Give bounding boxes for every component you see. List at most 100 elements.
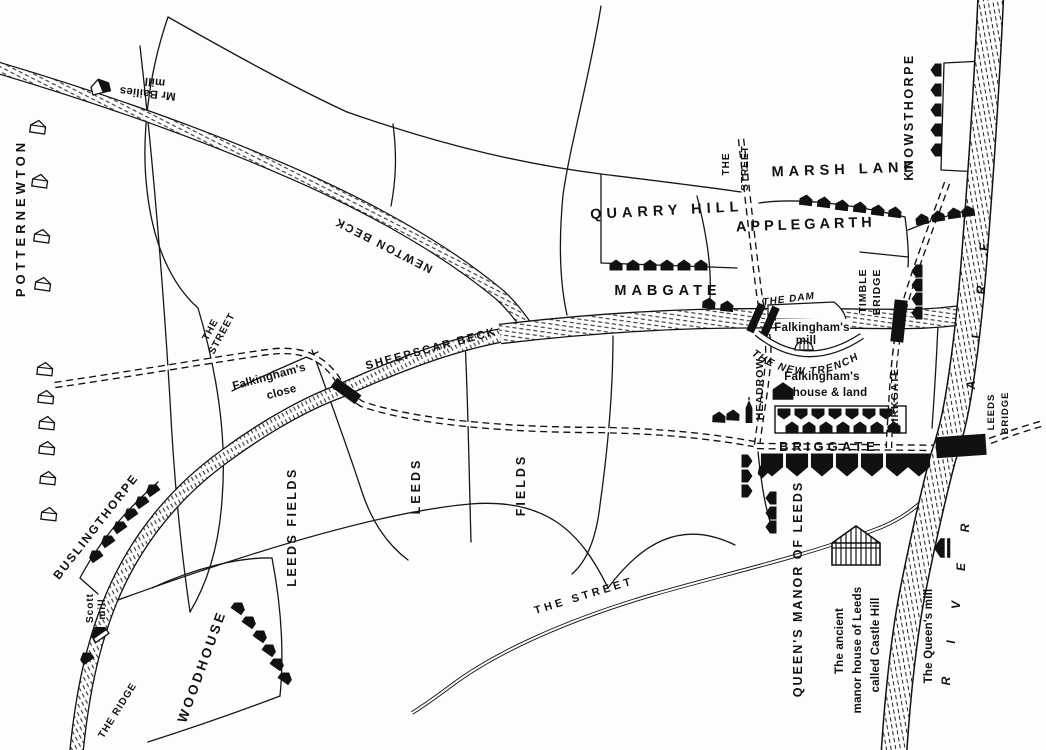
label-scott-mill-2: mill [97,598,108,619]
label-mr-bailies-mill: Mr Bailies mill [119,75,176,102]
potternewton-village-houses [29,118,58,522]
label-queens-manor: QUEEN'S MANOR OF LEEDS [791,481,805,697]
house-icon [37,389,55,405]
church-icon [745,397,753,423]
house-icon [719,299,735,313]
label-the-ridge: THE RIDGE [96,681,139,741]
leeds-bridge-bar [935,433,987,459]
house-icon [609,259,623,271]
label-fields-center: FIELDS [514,454,528,516]
label-kirkgate: KIRKGATE [889,368,901,430]
label-scott-mill-1: Scott [85,593,96,623]
dam-bridge-bar [746,302,766,334]
house-icon [852,200,868,214]
house-icon [802,421,816,433]
church-row [712,397,753,423]
house-icon [29,118,47,135]
label-leeds-bridge-2: BRIDGE [1000,392,1011,435]
house-icon [930,123,942,137]
label-falkinghams-house-1: Falkingham's [784,371,859,383]
house-icon [870,421,884,433]
house-icon [33,227,51,244]
house-icon [914,212,930,226]
label-woodhouse: WOODHOUSE [174,608,229,724]
house-icon [230,598,248,616]
house-icon [860,453,884,477]
house-icon [694,259,708,271]
label-headrow: HEADROW [754,358,766,420]
label-the-street-south: THE STREET [533,575,635,617]
dam-bridge-bar [760,305,780,337]
house-icon [38,440,56,456]
label-the-street-top-1: THE [721,153,732,176]
map-labels: POTTERNEWTON Mr Bailies mill NEWTON BECK… [13,53,1011,740]
river-aire-letter: R [974,285,988,294]
label-ancient-manor-2: manor house of Leeds [852,587,864,714]
timble-bridge-bar [890,299,908,343]
label-leeds-center: LEEDS [409,458,423,515]
house-icon [930,103,942,117]
house-icon [765,520,777,534]
house-icon [726,409,740,421]
manor-house-castle-hill-icon [831,525,881,566]
house-icon [643,259,657,271]
house-icon [930,209,946,223]
house-icon [252,626,270,644]
house-icon [946,206,962,220]
house-icon [930,143,942,157]
house-icon [38,415,56,431]
house-icon [712,411,726,423]
house-icon [132,492,150,510]
house-icon [785,421,799,433]
label-falkinghams-mill-2: mill [796,335,817,347]
house-icon [853,421,867,433]
house-icon [241,612,259,630]
house-icon [39,470,57,486]
house-icon [31,172,49,189]
house-icon [626,259,640,271]
newton-beck-water [0,66,529,330]
label-potternewton: POTTERNEWTON [13,139,28,297]
label-leeds-fields: LEEDS FIELDS [285,467,299,587]
label-mr-bailies-line1: Mr Bailies [119,84,176,102]
river-aire-letter: I [969,335,983,339]
house-icon [777,408,791,420]
house-icon [741,484,753,498]
label-queens-mill: The Queen's mill [923,589,935,684]
label-the-street-west: THE STREET [201,311,238,356]
house-icon [40,506,58,522]
house-icon [143,480,161,498]
house-icon [785,453,809,477]
house-icon [845,408,859,420]
house-icon [660,259,674,271]
label-mabgate: MABGATE [614,283,721,299]
house-icon [828,408,842,420]
house-icon [816,195,832,209]
label-quarry-hill: QUARRY HILL [590,199,744,223]
river-aire-letter: I [944,640,958,644]
knowsthorpe-houses [930,63,942,157]
falkinghams-mill-icon [794,340,814,351]
house-icon [98,531,116,549]
house-icon [36,361,54,377]
house-icon [277,668,295,686]
label-briggate: BRIGGATE [779,439,879,454]
label-ancient-manor-3: called Castle Hill [870,598,882,693]
house-icon [765,491,777,505]
house-icon [835,453,859,477]
house-icon [741,469,753,483]
label-the-street-top-2: STREET [740,145,751,190]
river-aire-letter: R [958,523,972,532]
bridges [330,299,987,459]
house-icon [86,546,104,564]
sheepscar-beck-water [76,330,534,750]
house-icon [741,454,753,468]
house-icon [34,275,52,292]
label-leeds-bridge-1: LEEDS [986,394,997,431]
label-falkinghams-close-2: close [265,383,297,402]
river-aire-letter: E [954,562,968,571]
label-knowsthorpe: KNOWSTHORPE [902,53,916,181]
briggate-south-block-houses [760,453,931,477]
